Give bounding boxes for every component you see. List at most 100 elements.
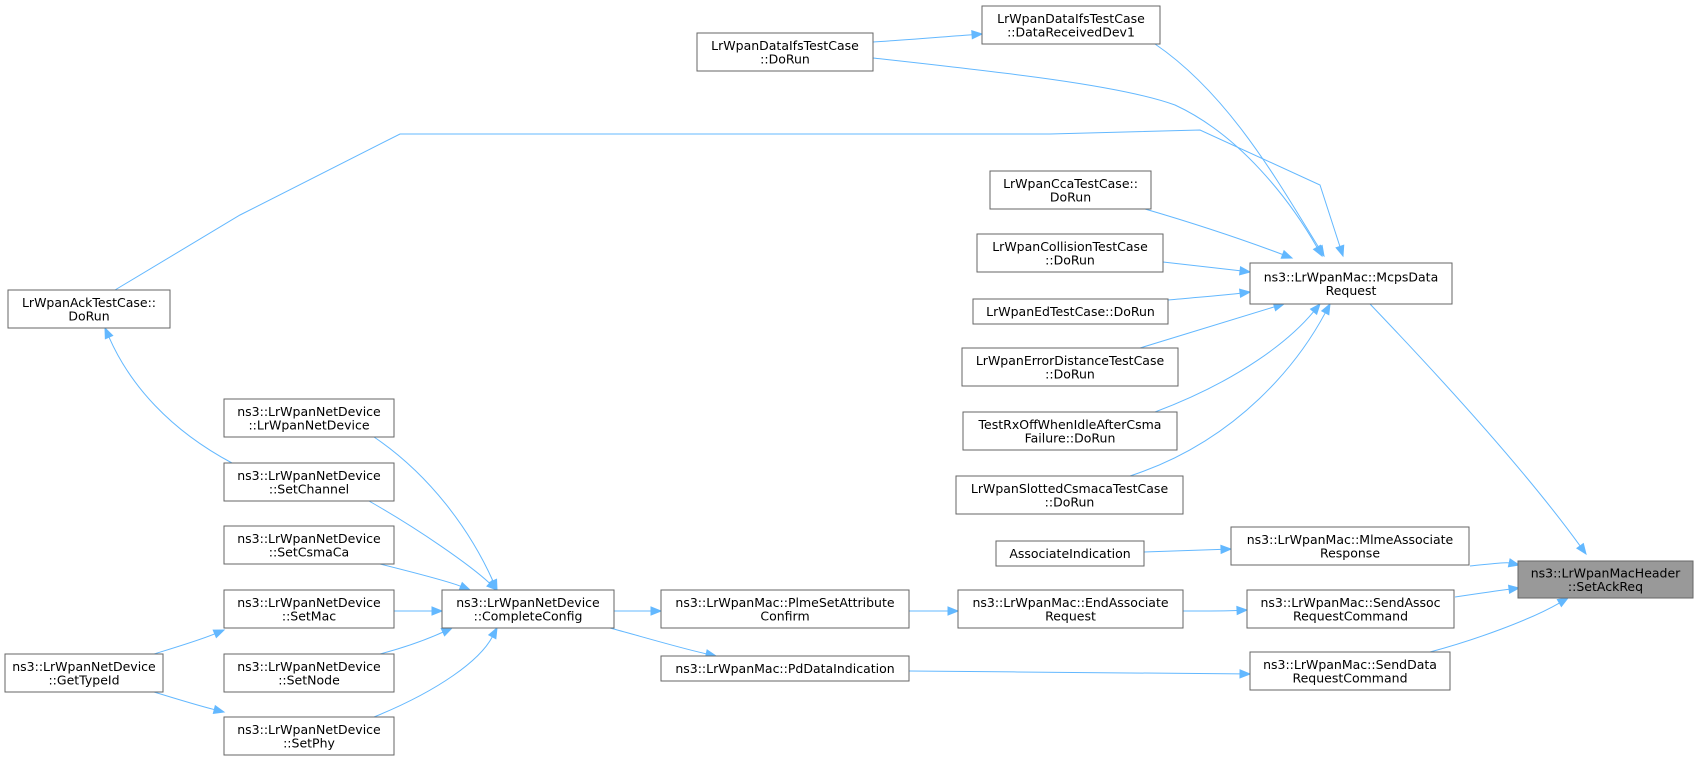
node-box [972,298,1169,325]
edge-line [1139,306,1275,349]
arrowhead-icon [650,606,663,616]
arrowhead-icon [1335,244,1345,258]
arrowhead-icon [104,326,114,340]
node-box [1249,651,1451,691]
node-errordistance_dorun[interactable]: LrWpanErrorDistanceTestCase::DoRun [961,347,1179,387]
arrowhead-icon [1312,244,1323,258]
node-box [223,398,395,438]
node-label-line: Request [1045,608,1096,623]
node-setphy[interactable]: ns3::LrWpanNetDevice::SetPhy [223,716,395,756]
node-dataifs_dorun[interactable]: LrWpanDataIfsTestCase::DoRun [696,32,874,72]
edge-collision_dorun-to-mcpsdatarequest [1162,261,1252,276]
node-box [223,589,395,629]
edge-line [379,631,444,655]
edge-line [1154,311,1314,413]
edge-dataifs_dorun-to-dataifs_datareceiveddev1 [872,30,984,43]
node-label-line: ::CompleteConfig [474,608,583,623]
node-setchannel[interactable]: ns3::LrWpanNetDevice::SetChannel [223,462,395,502]
edge-line [114,129,1341,291]
node-label-line: ::GetTypeId [48,672,119,687]
edge-line [1144,208,1283,255]
node-setackreq: ns3::LrWpanMacHeader::SetAckReq [1517,560,1694,599]
node-setnode[interactable]: ns3::LrWpanNetDevice::SetNode [223,653,395,693]
edge-sendassocrequestcommand-to-setackreq [1454,584,1521,598]
edge-line [373,636,493,718]
node-dataifs_datareceiveddev1[interactable]: LrWpanDataIfsTestCase::DataReceivedDev1 [981,5,1161,45]
node-label-line: ns3::LrWpanNetDevice [237,659,381,674]
node-label-line: ns3::LrWpanMac::MlmeAssociate [1247,532,1454,547]
edge-line [1369,303,1581,547]
edge-line [153,691,215,711]
edge-ccatestcase_dorun-to-mcpsdatarequest [1144,208,1294,259]
node-lrwpannetdevice_ctor[interactable]: ns3::LrWpanNetDevice::LrWpanNetDevice [223,398,395,438]
edge-line [1167,292,1241,301]
edge-setchannel-to-acktestcase_dorun [104,326,233,464]
edge-completeconfig-to-plmesetattributeconfirm [614,606,663,616]
edge-line [908,670,1241,675]
node-label-line: ::LrWpanNetDevice [248,417,369,432]
node-box [660,655,910,682]
node-label-line: LrWpanDataIfsTestCase [711,38,859,53]
arrowhead-icon [212,629,226,639]
arrowhead-icon [1239,669,1252,679]
node-acktestcase_dorun[interactable]: LrWpanAckTestCase::DoRun [7,289,171,329]
edge-gettypeid-to-setphy [153,691,226,715]
edge-line [1182,609,1238,612]
node-label-line: ::DoRun [1045,252,1095,267]
edges-layer [104,30,1587,718]
node-box [441,589,615,629]
arrowhead-icon [1507,584,1521,595]
arrowhead-icon [1320,302,1331,316]
arrowhead-icon [1309,302,1321,316]
edge-mlmeassociateresponse-to-setackreq [1469,558,1521,568]
edge-line [1143,548,1222,553]
arrowhead-icon [486,579,498,591]
node-label-line: ::SetMac [282,608,336,623]
arrowhead-icon [431,606,444,616]
arrowhead-icon [1220,544,1233,555]
node-box [976,233,1164,273]
node-collision_dorun[interactable]: LrWpanCollisionTestCase::DoRun [976,233,1164,273]
node-label-line: ns3::LrWpanNetDevice [237,722,381,737]
node-label-line: ::DoRun [1045,494,1095,509]
node-label-line: ns3::LrWpanMacHeader [1531,565,1681,580]
node-completeconfig[interactable]: ns3::LrWpanNetDevice::CompleteConfig [441,589,615,629]
node-label-line: DoRun [68,308,109,323]
edge-setnode-to-completeconfig [379,627,454,655]
node-pddataindication[interactable]: ns3::LrWpanMac::PdDataIndication [660,655,910,682]
node-label-line: RequestCommand [1293,608,1408,623]
arrowhead-icon [212,704,226,715]
node-label-line: ns3::LrWpanMac::SendAssoc [1260,595,1440,610]
edge-line [1454,588,1510,598]
node-associateindication[interactable]: AssociateIndication [995,540,1145,567]
arrowhead-icon [1239,288,1252,298]
node-label-line: ns3::LrWpanMac::SendData [1263,657,1437,672]
node-label-line: LrWpanSlottedCsmacaTestCase [971,481,1169,496]
edge-errordistance_dorun-to-mcpsdatarequest [1139,302,1286,349]
edge-testrxoff_dorun-to-mcpsdatarequest [1154,302,1321,413]
edge-dataifs_dorun-to-mcpsdatarequest [872,57,1323,258]
node-gettypeid[interactable]: ns3::LrWpanNetDevice::GetTypeId [4,653,164,693]
node-label-line: ::DataReceivedDev1 [1007,24,1135,39]
node-box [223,653,395,693]
arrowhead-icon [440,627,454,637]
arrowhead-icon [971,30,984,40]
node-slottedcsmaca_dorun[interactable]: LrWpanSlottedCsmacaTestCase::DoRun [955,475,1184,515]
arrowhead-icon [1239,266,1252,276]
node-setmac[interactable]: ns3::LrWpanNetDevice::SetMac [223,589,395,629]
edge-line [379,563,461,587]
node-edtestcase_dorun[interactable]: LrWpanEdTestCase::DoRun [972,298,1169,325]
node-setcsmaca[interactable]: ns3::LrWpanNetDevice::SetCsmaCa [223,525,395,565]
node-box [223,462,395,502]
edge-line [153,633,215,655]
node-label-line: ns3::LrWpanNetDevice [237,468,381,483]
node-ccatestcase_dorun[interactable]: LrWpanCcaTestCase::DoRun [989,170,1152,210]
